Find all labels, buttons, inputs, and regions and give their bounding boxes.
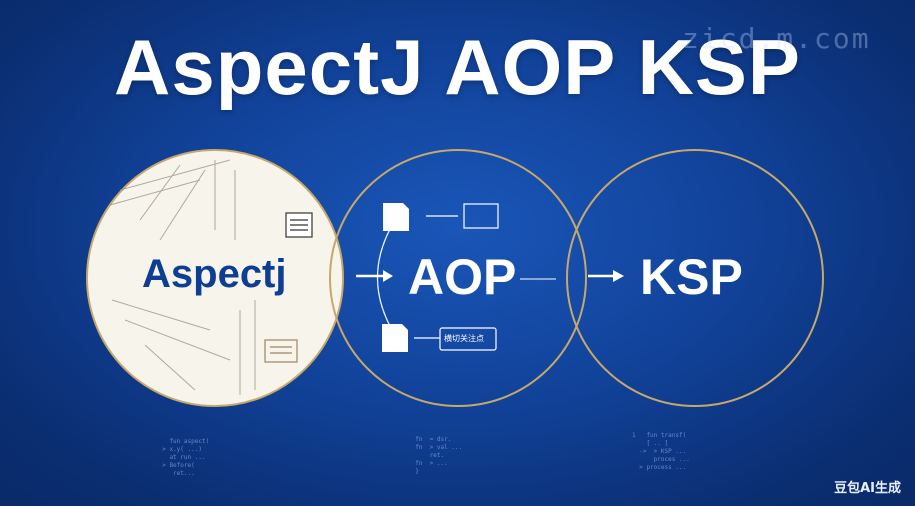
watermark: zicd.m.com [682, 22, 871, 55]
ksp-ring [566, 149, 824, 407]
code-snippet-left: fun aspect( > x.y( ...) at run ... > Bef… [162, 438, 210, 477]
code-snippet-right: 1 fun transf( [ .. ] -> > KSP ... proces… [632, 432, 690, 471]
ai-generated-badge: 豆包AI生成 [834, 481, 901, 496]
document-icon-top [285, 212, 313, 238]
node-label-aop: AOP [408, 249, 517, 305]
file-icon-bottom [382, 324, 408, 352]
node-label-aspectj: Aspectj [142, 252, 287, 296]
document-icon-bottom [264, 339, 298, 363]
aspectj-disc [86, 149, 344, 407]
sketch-lines [109, 159, 256, 395]
node-label-ksp: KSP [640, 249, 743, 305]
arrow-into-aop-head [383, 270, 393, 282]
tag-box-label: 横切关注点 [444, 334, 484, 343]
tag-box-icon [439, 327, 497, 351]
page-title: AspectJ AOP KSP [114, 23, 801, 111]
arrow-into-ksp-head [613, 270, 624, 282]
empty-box-icon [463, 203, 499, 229]
file-icon-top [383, 203, 409, 231]
flow-curve [376, 219, 396, 336]
code-snippet-middle: fn = dsr. fn > val ... ret. fn > ... } [415, 436, 463, 475]
aop-ring [329, 149, 587, 407]
